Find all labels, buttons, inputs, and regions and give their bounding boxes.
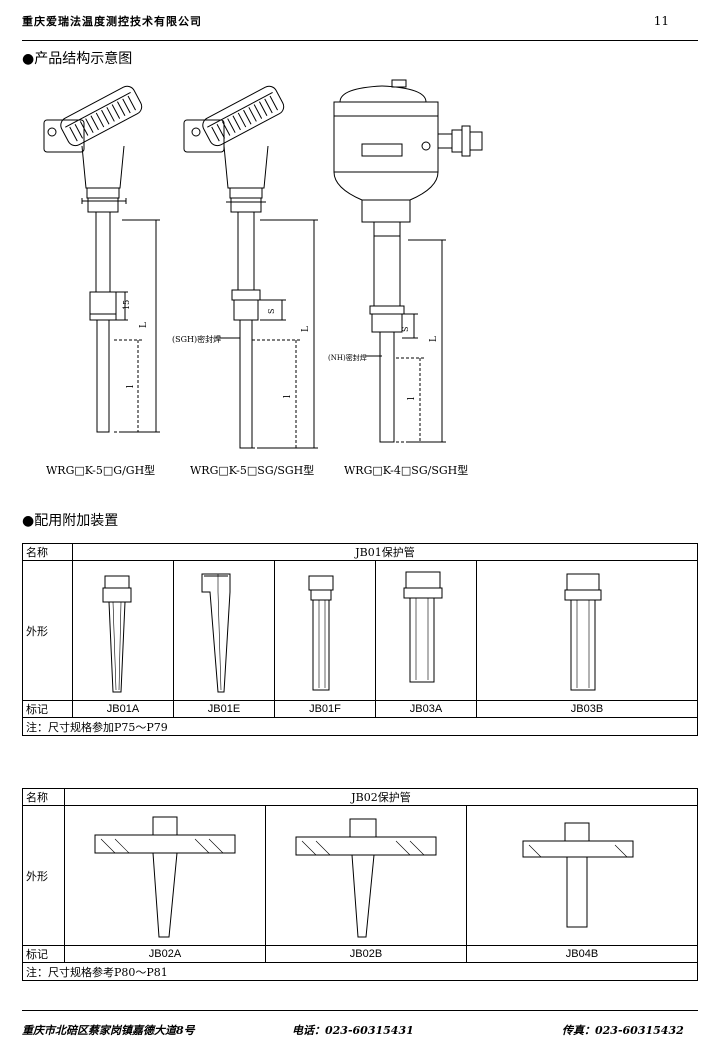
jb04b-figure [466, 805, 698, 946]
mark-label: 标记 [22, 700, 73, 718]
weld-label: (NH)密封焊 [328, 353, 367, 362]
dim-L-label: L [429, 336, 439, 342]
footer-fax: 传真：023-60315432 [562, 1024, 684, 1037]
shape-label: 外形 [22, 560, 73, 701]
jb01a-figure [72, 560, 174, 701]
jb01f-figure [274, 560, 376, 701]
jb03a-figure [375, 560, 477, 701]
footer-phone: 电话：023-60315431 [292, 1024, 414, 1037]
dim-S-label: S [401, 327, 410, 332]
caption-wrg-k5-g: WRG□K-5□G/GH型 [46, 464, 156, 477]
dim-l-label: l [126, 385, 136, 388]
table-note: 注：尺寸规格参加P75～P79 [22, 717, 698, 736]
weld-label: (SGH)密封焊 [172, 334, 221, 344]
mark-jb01e: JB01E [173, 700, 275, 718]
jb01-table: 名称 JB01保护管 外形 [22, 543, 698, 736]
dim-15-label: 15 [122, 300, 131, 310]
mark-jb03a: JB03A [375, 700, 477, 718]
header-divider [22, 40, 698, 41]
dim-L-label: L [139, 322, 149, 328]
mark-jb01a: JB01A [72, 700, 174, 718]
jb01e-figure [173, 560, 275, 701]
dim-S-label: S [267, 309, 276, 314]
name-label: 名称 [22, 788, 65, 806]
footer-address: 重庆市北碚区蔡家岗镇嘉德大道8号 [22, 1024, 195, 1037]
footer-divider [22, 1010, 698, 1011]
dim-l-label: l [407, 397, 417, 400]
dim-L-label: L [301, 326, 311, 332]
section-title-accessories: ●配用附加装置 [22, 513, 119, 529]
diagram-wrg-k4-sg: (NH)密封焊 S L l [328, 79, 483, 443]
diagram-wrg-k5-sg: (SGH)密封焊 S L l [172, 85, 318, 449]
table-note: 注：尺寸规格参考P80～P81 [22, 962, 698, 981]
mark-jb04b: JB04B [466, 945, 698, 963]
mark-jb02a: JB02A [64, 945, 266, 963]
name-value: JB01保护管 [72, 543, 698, 561]
diagram-wrg-k5-g: 15 L l [43, 85, 160, 433]
name-value: JB02保护管 [64, 788, 698, 806]
jb02-table: 名称 JB02保护管 外形 标记 [22, 788, 698, 981]
jb02a-figure [64, 805, 266, 946]
mark-jb02b: JB02B [265, 945, 467, 963]
dim-l-label: l [283, 395, 293, 398]
mark-jb03b: JB03B [476, 700, 698, 718]
shape-label: 外形 [22, 805, 65, 946]
section-title-structure: ●产品结构示意图 [22, 51, 133, 67]
company-name: 重庆爱瑞法温度测控技术有限公司 [22, 15, 202, 28]
mark-jb01f: JB01F [274, 700, 376, 718]
caption-wrg-k5-sg: WRG□K-5□SG/SGH型 [190, 464, 315, 477]
jb02b-figure [265, 805, 467, 946]
name-label: 名称 [22, 543, 73, 561]
mark-label: 标记 [22, 945, 65, 963]
jb03b-figure [476, 560, 698, 701]
page-number: 11 [653, 14, 669, 28]
caption-wrg-k4-sg: WRG□K-4□SG/SGH型 [344, 464, 469, 477]
